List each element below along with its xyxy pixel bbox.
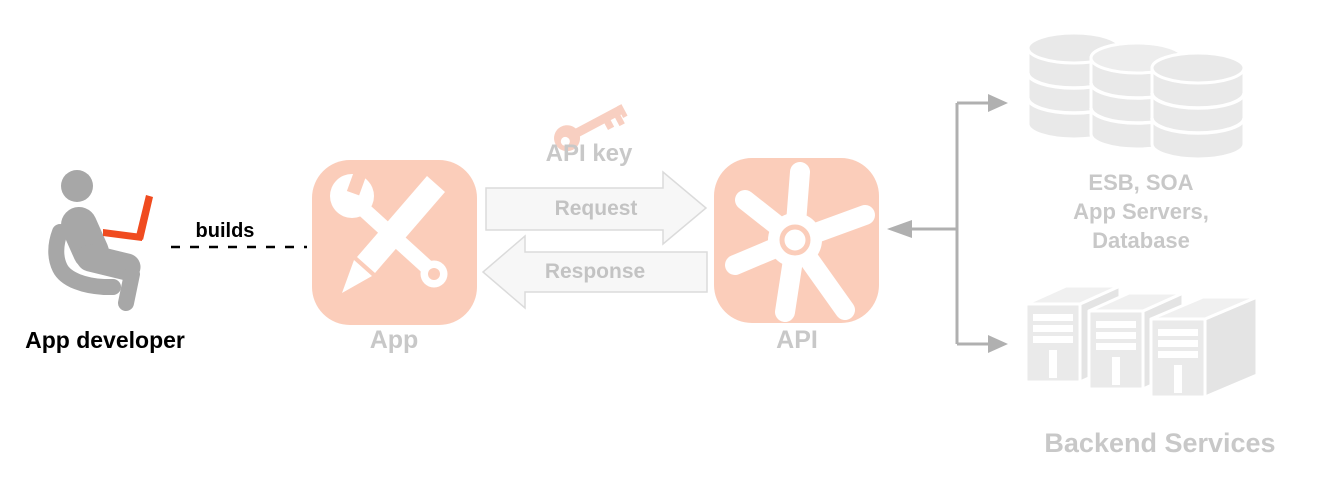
- esb-soa-line-3: Database: [1092, 228, 1190, 253]
- app-developer-label: App developer: [25, 327, 185, 353]
- api-label: API: [776, 326, 818, 354]
- response-arrow: [481, 234, 708, 310]
- request-label: Request: [554, 197, 638, 220]
- database-stack-icon: [1026, 31, 1246, 161]
- api-key-label: API key: [545, 140, 633, 167]
- request-arrow: [485, 170, 708, 246]
- person-with-laptop-icon: [48, 170, 153, 311]
- response-label: Response: [544, 260, 646, 283]
- app-icon: [312, 160, 477, 325]
- esb-soa-label: ESB, SOA App Servers, Database: [1041, 168, 1241, 255]
- builds-label: builds: [195, 220, 255, 242]
- backend-connector-lines: [887, 94, 1008, 353]
- arrowhead-right-top-icon: [988, 94, 1008, 112]
- esb-soa-line-2: App Servers,: [1073, 199, 1209, 224]
- laptop-icon: [103, 195, 153, 241]
- backend-services-label: Backend Services: [1044, 428, 1276, 458]
- arrowhead-right-bottom-icon: [988, 335, 1008, 353]
- key-icon: [554, 104, 628, 152]
- api-icon: [714, 158, 879, 323]
- server-towers-icon: [1024, 284, 1259, 399]
- esb-soa-line-1: ESB, SOA: [1088, 170, 1194, 195]
- app-label: App: [369, 326, 419, 354]
- wrench-pencil-glyph: [330, 163, 448, 293]
- arrowhead-left-icon: [887, 220, 912, 238]
